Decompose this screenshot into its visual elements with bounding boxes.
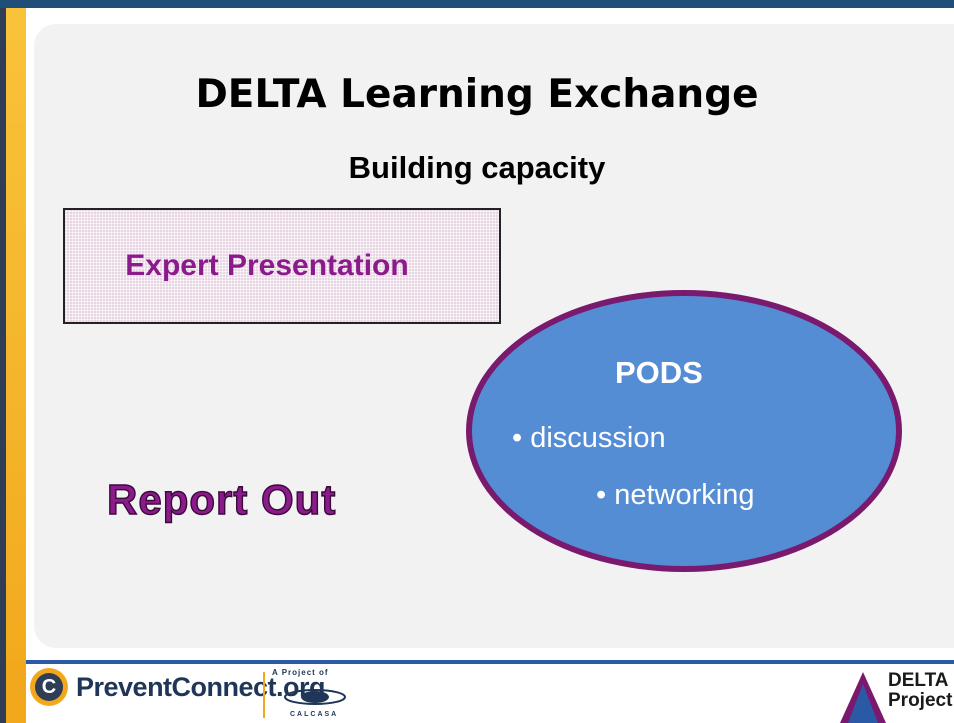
preventconnect-icon: C	[30, 668, 68, 706]
footer-logo-divider	[263, 672, 265, 718]
preventconnect-label: PreventConnect.org	[76, 671, 326, 702]
pods-bullet-discussion: • discussion	[512, 422, 666, 454]
delta-triangle-icon	[840, 672, 886, 723]
preventconnect-logo: C PreventConnect.org	[30, 668, 326, 706]
calcasa-logo: A Project of CALCASA	[272, 668, 362, 723]
pods-ellipse	[466, 290, 902, 572]
expert-presentation-box: Expert Presentation	[63, 208, 501, 324]
preventconnect-icon-letter: C	[35, 673, 63, 701]
left-stripe-dark	[0, 8, 6, 723]
report-out-label: Report Out	[106, 475, 337, 523]
calcasa-tagline: A Project of	[272, 668, 329, 677]
left-stripe-gold	[6, 8, 26, 723]
delta-project-logo: DELTA Project	[838, 668, 954, 723]
footer-gold-stripe	[6, 660, 26, 723]
delta-line-1: DELTA	[888, 670, 949, 691]
pods-bullet-networking: • networking	[596, 479, 755, 511]
footer-bar	[26, 664, 954, 723]
pods-title: PODS	[615, 355, 703, 390]
delta-project-text: DELTA Project	[888, 671, 952, 711]
slide-subtitle: Building capacity	[348, 150, 606, 185]
slide-title: DELTA Learning Exchange	[195, 72, 759, 117]
expert-presentation-label: Expert Presentation	[125, 249, 409, 282]
calcasa-swoosh-icon	[284, 689, 346, 705]
top-bar	[0, 0, 954, 8]
delta-line-2: Project	[888, 690, 953, 711]
calcasa-name: CALCASA	[290, 711, 339, 718]
footer-divider	[26, 660, 954, 664]
